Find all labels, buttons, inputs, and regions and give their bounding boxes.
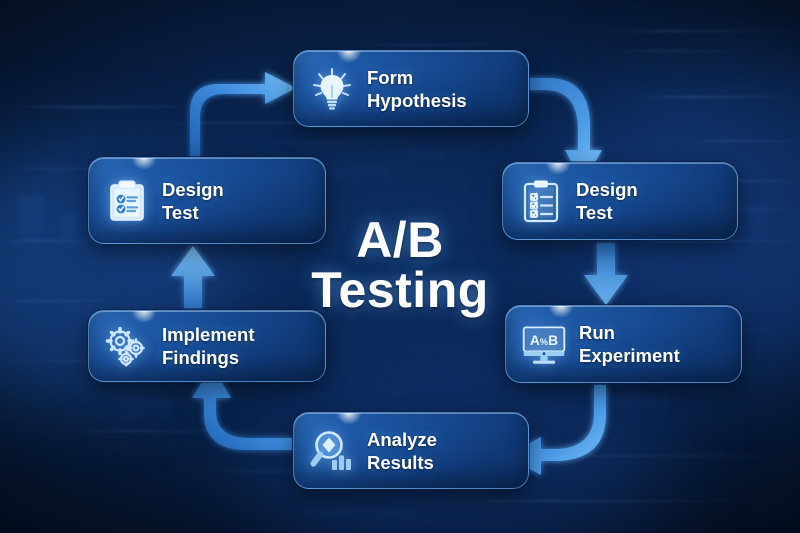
node-label: Run Experiment xyxy=(579,322,680,366)
node-label: Design Test xyxy=(162,178,224,223)
node-implement-findings[interactable]: Implement Findings xyxy=(88,310,326,382)
magnifier-bar-chart-icon xyxy=(310,430,351,470)
node-design-test-left[interactable]: Design Test xyxy=(88,157,326,244)
title-line-1: A/B xyxy=(356,212,444,268)
monitor-ab-icon: A%B xyxy=(522,326,566,364)
node-label: Implement Findings xyxy=(162,324,255,368)
node-label: Form Hypothesis xyxy=(367,66,467,111)
node-label: Design Test xyxy=(576,179,638,223)
node-form-hypothesis[interactable]: Form Hypothesis xyxy=(293,50,529,127)
clipboard-check-icon xyxy=(110,179,144,221)
node-label: Analyze Results xyxy=(367,428,437,473)
title-line-2: Testing xyxy=(311,262,489,318)
clipboard-checkbox-icon xyxy=(523,180,559,223)
lightbulb-icon xyxy=(313,67,351,109)
node-design-test-right[interactable]: Design Test xyxy=(502,162,738,240)
gears-icon xyxy=(105,326,145,367)
node-analyze-results[interactable]: Analyze Results xyxy=(293,412,529,489)
arrow-design-test-left-to-form-hypothesis xyxy=(190,72,296,158)
node-run-experiment[interactable]: A%B Run Experiment xyxy=(505,305,742,383)
arrow-design-test-right-to-run-experiment xyxy=(584,243,628,305)
arrow-implement-findings-to-design-test-left xyxy=(171,246,215,308)
page-title: A/B Testing xyxy=(311,215,489,315)
